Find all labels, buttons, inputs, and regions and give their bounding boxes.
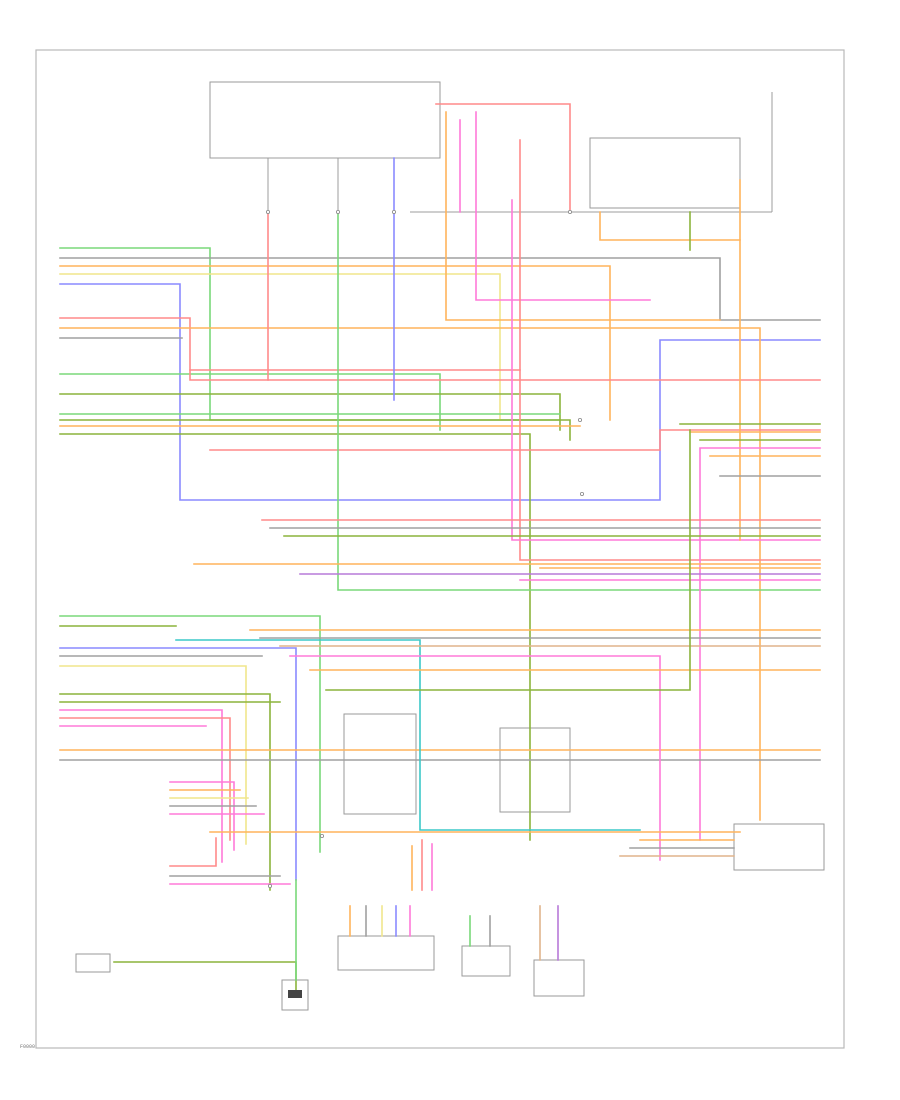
knock-sensor-symbol (288, 990, 302, 998)
fuse-block-box (209, 81, 441, 159)
injector-leads (113, 781, 741, 991)
component-boxes (75, 81, 825, 1011)
engine-control-module-box (589, 137, 741, 209)
throttle-position-sensor-box (733, 823, 825, 871)
connector-terminals (265, 209, 585, 889)
wire-harness-right (193, 423, 821, 841)
fuse-suppressor-box (75, 953, 111, 973)
oil-pressure-switch-box (533, 959, 585, 997)
wire-trunks (267, 103, 821, 591)
diagram-frame (35, 49, 845, 1049)
top-bus (210, 92, 773, 213)
iac-motor-box (461, 945, 511, 977)
knock-sensor-box (281, 979, 309, 1011)
tcm-connector-box (499, 727, 571, 813)
bottom-drops (295, 839, 559, 981)
figure-reference: F0000 (20, 1044, 36, 1050)
injector-connector-box (337, 935, 435, 971)
module-mid-box (343, 713, 417, 815)
wire-harness-lower-left (59, 429, 821, 891)
wire-harness-left (59, 247, 821, 841)
